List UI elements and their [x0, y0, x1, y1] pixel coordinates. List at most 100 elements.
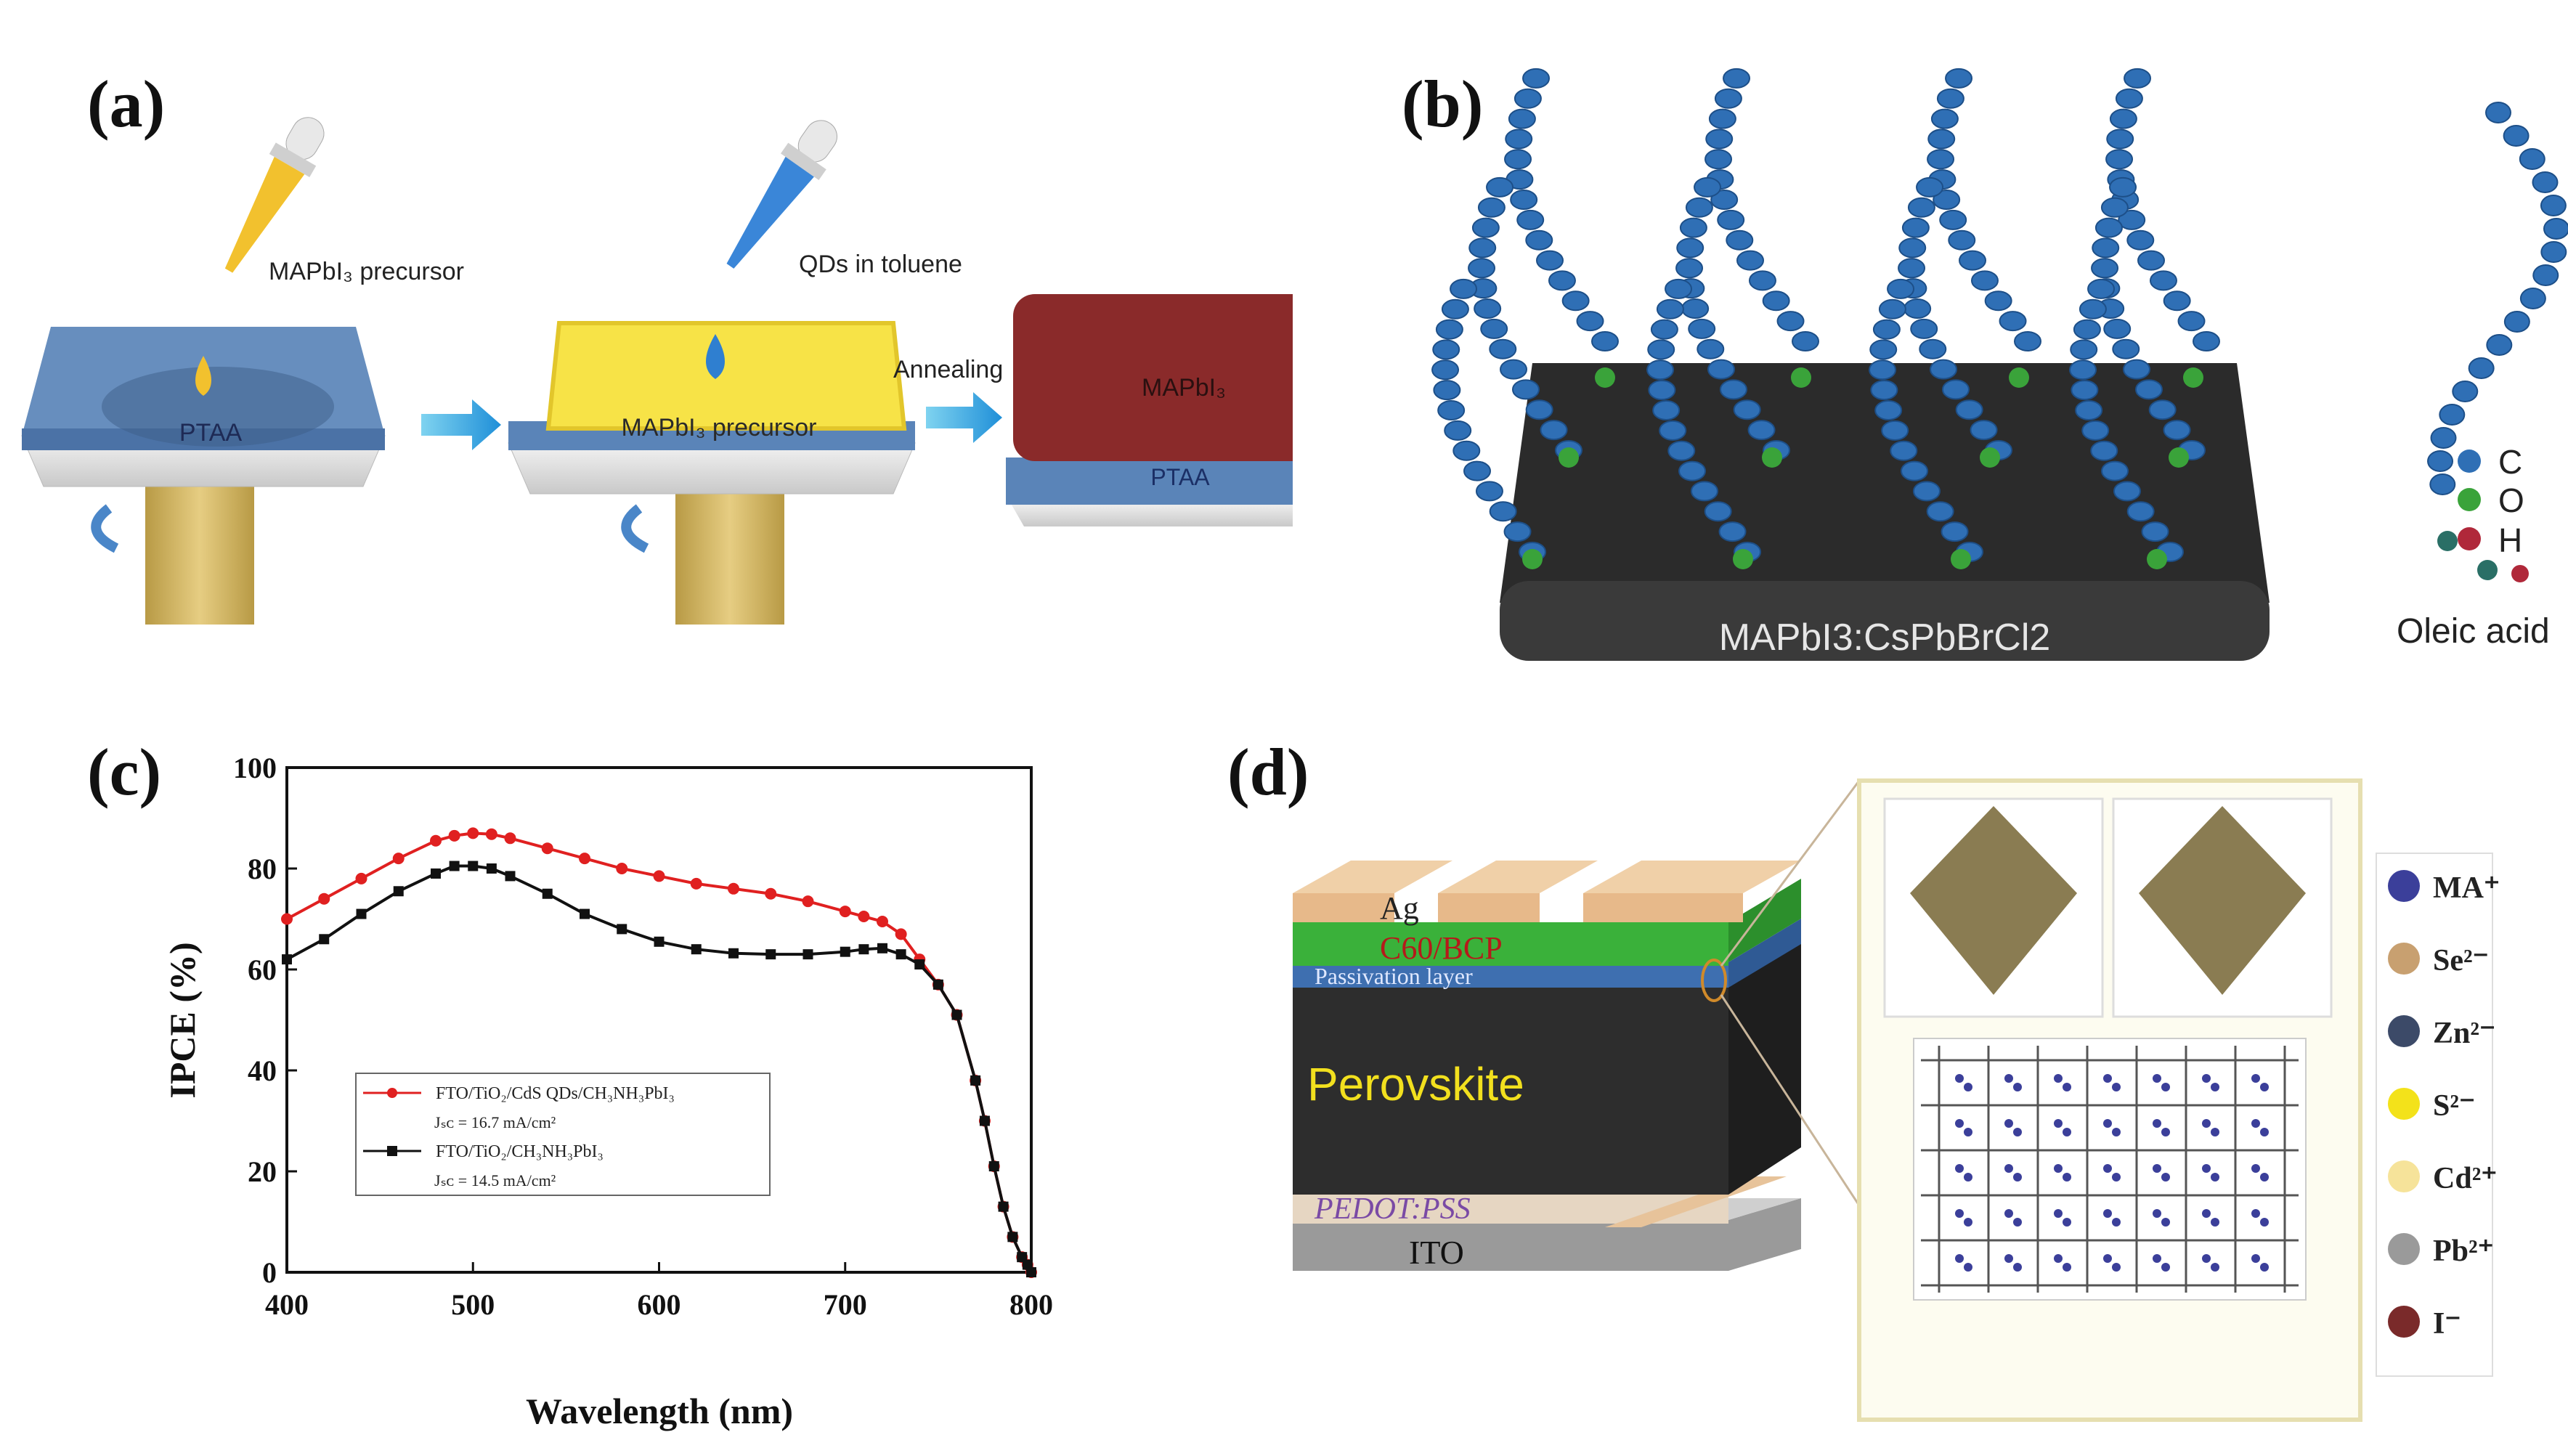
ma-cation: [2103, 1254, 2112, 1263]
data-point-1: [541, 842, 553, 855]
ma-cation: [2153, 1074, 2161, 1083]
data-point-2: [840, 946, 850, 957]
ion-legend-dot: [2388, 1233, 2420, 1265]
carbon-atom: [1433, 380, 1461, 401]
ion-legend-label: MA⁺: [2433, 871, 2500, 905]
ma-cation: [2063, 1083, 2071, 1091]
carbon-atom: [2118, 209, 2146, 230]
ma-cation: [2260, 1083, 2269, 1091]
carbon-atom: [1690, 481, 1718, 502]
ma-cation: [2013, 1263, 2022, 1272]
carbon-atom: [1536, 250, 1564, 271]
y-tick-label: 40: [248, 1054, 277, 1087]
carbon-atom: [2427, 450, 2454, 472]
carbon-atom: [2081, 420, 2110, 441]
carbon-atom: [1665, 278, 1693, 299]
ma-cation: [2054, 1209, 2063, 1218]
data-point-1: [839, 906, 851, 918]
carbon-atom: [1508, 108, 1536, 129]
step1-layer-label: PTAA: [179, 419, 243, 447]
carbon-atom: [1984, 290, 2012, 312]
data-point-2: [431, 868, 441, 879]
ma-cation: [2112, 1218, 2121, 1227]
carbon-atom: [1667, 440, 1696, 461]
ma-cation: [2251, 1209, 2260, 1218]
ma-cation: [2054, 1074, 2063, 1083]
panel-d: (d) ITO PEDOT:PSS Perovskite Passivation…: [1206, 697, 2568, 1452]
data-point-2: [580, 908, 590, 919]
y-tick-label: 60: [248, 953, 277, 986]
oxygen-atom: [1559, 447, 1579, 468]
carbon-atom: [1710, 190, 1739, 210]
carbon-atom: [1576, 311, 1604, 332]
data-point-1: [858, 911, 870, 923]
carbon-atom: [2452, 381, 2479, 402]
carbon-atom: [2126, 229, 2155, 251]
ma-cation: [2103, 1164, 2112, 1173]
ma-cation: [1955, 1254, 1964, 1263]
carbon-atom: [1890, 440, 1918, 461]
carbon-atom: [1468, 237, 1497, 259]
ma-cation: [2202, 1074, 2211, 1083]
y-axis-label: IPCE (%): [162, 942, 203, 1098]
ma-cation: [2153, 1209, 2161, 1218]
x-tick-label: 600: [638, 1288, 681, 1321]
ma-cation: [2013, 1173, 2022, 1182]
y-tick-label: 80: [248, 853, 277, 885]
carbon-atom: [1697, 338, 1725, 359]
carbon-atom: [1704, 501, 1732, 522]
data-point-2: [998, 1201, 1009, 1212]
carbon-atom: [2090, 440, 2118, 461]
carbon-atom: [2141, 521, 2169, 542]
layer-ag: Ag: [1380, 890, 1419, 926]
ma-cation: [2103, 1119, 2112, 1128]
carbon-atom: [1714, 88, 1742, 109]
panel-a-label: (a): [87, 67, 166, 141]
qd-crystal-2: [2139, 806, 2306, 995]
data-point-1: [895, 928, 907, 940]
carbon-atom: [1675, 258, 1704, 279]
carbon-atom: [1907, 197, 1935, 218]
carbon-atom: [1910, 318, 1938, 339]
device-stack: ITO PEDOT:PSS Perovskite Passivation lay…: [1293, 780, 1861, 1271]
legend-marker-1: [387, 1088, 397, 1098]
ma-cation: [1964, 1263, 1972, 1272]
layer-pedot-pss: PEDOT:PSS: [1314, 1192, 1471, 1226]
carbon-atom: [2532, 264, 2559, 286]
ma-cation: [2013, 1218, 2022, 1227]
carbon-atom: [2429, 473, 2456, 495]
carbon-atom: [1927, 129, 1956, 150]
data-point-2: [505, 871, 516, 882]
chart-legend: FTO/TiO₂/CdS QDs/CH₃NH₃PbI₃ Jₛᴄ = 16.7 m…: [355, 1073, 771, 1196]
ion-legend-dot: [2388, 1015, 2420, 1047]
carbon-atom: [2193, 331, 2220, 351]
data-point-1: [467, 827, 479, 839]
carbon-atom: [1474, 298, 1502, 319]
oxygen-atom: [2477, 560, 2498, 580]
carbon-atom: [1678, 460, 1707, 481]
carbon-atom: [1955, 399, 1983, 420]
carbon-atom: [1540, 420, 1568, 441]
step1-spin-coater: PTAA MAPbI₃ precursor: [21, 117, 464, 625]
carbon-atom: [1776, 311, 1805, 332]
panel-d-label: (d): [1227, 735, 1309, 809]
ma-cation: [2112, 1083, 2121, 1091]
carbon-atom: [1926, 501, 1954, 522]
carbon-atom: [2519, 148, 2545, 170]
carbon-atom: [2163, 290, 2191, 312]
data-point-2: [393, 886, 404, 897]
carbon-atom: [1933, 190, 1961, 210]
series-line-1: [286, 831, 1033, 1273]
ma-cation: [2202, 1164, 2211, 1173]
data-point-2: [802, 949, 813, 960]
data-point-2: [282, 954, 292, 965]
legend-dot-o: [2458, 488, 2481, 511]
carbon-atom: [1945, 68, 1973, 89]
ma-cation: [1955, 1209, 1964, 1218]
carbon-atom: [1681, 298, 1710, 319]
hydrogen-atom: [2511, 565, 2529, 582]
data-point-2: [449, 861, 460, 871]
ma-cation: [2251, 1119, 2260, 1128]
carbon-atom: [1685, 197, 1713, 218]
